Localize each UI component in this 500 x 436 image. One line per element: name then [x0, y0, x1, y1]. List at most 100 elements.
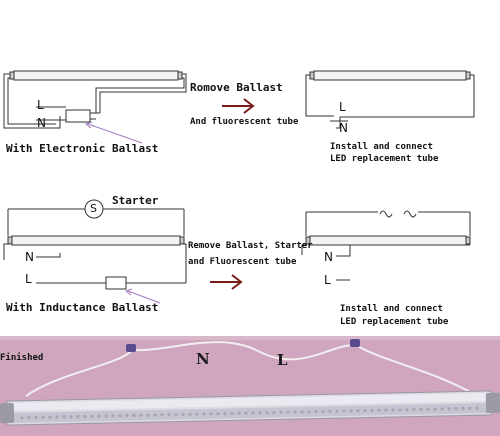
led-dot — [279, 410, 283, 414]
led-dot — [286, 410, 290, 414]
ballast-pointer-1 — [84, 121, 143, 144]
finished-photo — [0, 336, 500, 436]
led-dot — [62, 415, 66, 419]
led-dot — [76, 415, 80, 419]
label-n-4: N — [324, 250, 333, 264]
led-dot — [454, 407, 458, 411]
led-dot — [90, 414, 94, 418]
led-dot — [41, 415, 45, 419]
led-dot — [447, 407, 451, 411]
led-dot — [174, 413, 178, 417]
wire-middle — [133, 341, 355, 361]
led-dot — [349, 409, 353, 413]
led-dot — [188, 412, 192, 416]
label-l-1: L — [37, 98, 44, 112]
led-dot — [216, 412, 220, 416]
led-dot — [412, 408, 416, 412]
led-dot — [195, 412, 199, 416]
led-dot — [405, 408, 409, 412]
led-dot — [461, 406, 465, 411]
inductance-ballast-circuit — [3, 199, 187, 290]
led-dot — [356, 409, 360, 413]
led-dot — [97, 414, 101, 418]
led-dot — [104, 414, 108, 418]
led-dot — [370, 408, 374, 412]
led-dot — [55, 415, 59, 419]
led-dot — [111, 414, 115, 418]
led-dot — [83, 414, 87, 419]
arrow-1-bottom-text: And fluorescent tube — [190, 117, 299, 127]
led-dot — [314, 410, 318, 414]
arrow-2-top-text: Remove Ballast, Starter — [188, 241, 313, 251]
fluorescent-tube-2 — [11, 235, 181, 246]
led-dot — [293, 410, 297, 414]
led-dot — [209, 412, 213, 416]
led-dot — [181, 412, 185, 416]
led-dot — [426, 407, 430, 411]
led-dot — [398, 408, 402, 412]
led-dot — [223, 411, 227, 416]
led-dot — [167, 413, 171, 417]
led-dot — [328, 409, 332, 413]
led-dot — [307, 410, 311, 414]
led-dot — [132, 413, 136, 417]
led-dot — [419, 407, 423, 411]
led-circuit-2 — [301, 210, 471, 281]
led-dot — [48, 415, 52, 419]
label-l-3: L — [25, 272, 32, 286]
arrow-1-top-text: Romove Ballast — [190, 81, 283, 94]
label-l-2: L — [339, 100, 346, 114]
led-dot — [69, 415, 73, 419]
led-dot — [139, 413, 143, 417]
led-dot — [384, 408, 388, 412]
led-dot — [20, 416, 24, 420]
caption-install-1b: LED replacement tube — [330, 154, 439, 164]
label-n-1: N — [37, 116, 46, 130]
wire-left — [25, 349, 133, 397]
inductance-ballast — [105, 276, 127, 290]
led-dot — [153, 413, 157, 417]
caption-install-2a: Install and connect — [340, 304, 443, 314]
led-dot — [377, 408, 381, 412]
starter-symbol-letter: S — [90, 202, 97, 215]
led-dot — [363, 409, 367, 413]
label-n-2: N — [339, 121, 348, 135]
photo-label-n: N — [196, 350, 210, 368]
led-dot — [433, 407, 437, 411]
led-dot — [118, 414, 122, 418]
fluorescent-tube-1 — [13, 70, 179, 81]
led-dot — [34, 415, 38, 420]
led-dot — [244, 411, 248, 415]
led-dot — [272, 410, 276, 415]
led-tube-1 — [313, 70, 467, 81]
led-dot — [391, 408, 395, 412]
label-l-4: L — [324, 273, 331, 287]
led-dots — [20, 406, 479, 420]
led-tube-2 — [309, 235, 467, 246]
led-dot — [440, 407, 444, 411]
led-dot — [265, 411, 269, 415]
arrow-2-bottom-text: and Fluorescent tube — [188, 257, 297, 267]
led-dot — [300, 410, 304, 414]
photo-label-l: L — [277, 351, 288, 369]
led-dot — [258, 411, 262, 415]
arrow-1 — [222, 98, 255, 114]
led-dot — [468, 406, 472, 410]
photo-title: Finished — [0, 353, 44, 363]
led-dot — [237, 411, 241, 415]
led-circuit-1 — [305, 70, 475, 129]
electronic-ballast — [65, 109, 91, 123]
caption-install-1a: Install and connect — [330, 142, 433, 152]
led-dot — [230, 411, 234, 415]
led-dot — [146, 413, 150, 417]
led-dot — [475, 406, 479, 410]
caption-install-2b: LED replacement tube — [340, 317, 449, 327]
led-dot — [202, 412, 206, 416]
caption-electronic-ballast: With Electronic Ballast — [6, 142, 159, 155]
led-dot — [251, 411, 255, 415]
starter-label: Starter — [112, 194, 159, 207]
led-dot — [27, 416, 31, 420]
led-dot — [342, 409, 346, 413]
led-dot — [125, 414, 129, 418]
